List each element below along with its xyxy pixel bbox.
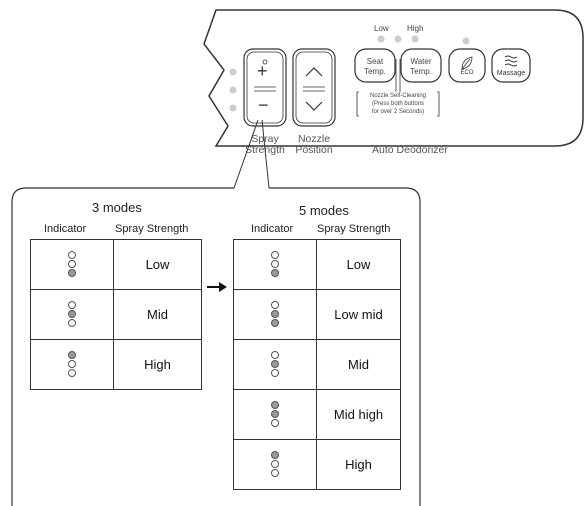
indicator-cell [30, 289, 114, 340]
indicator-lit-dot [68, 310, 76, 318]
spray-strength-cell: Low [316, 239, 401, 290]
spray-strength-cell: Low [113, 239, 202, 290]
massage-wave-icon [504, 55, 518, 67]
indicator-unlit-dot [271, 301, 279, 309]
indicator-cell [233, 389, 317, 440]
eco-label: ECO [460, 70, 474, 76]
spray-strength-cell: High [316, 439, 401, 490]
modes-frame [11, 187, 421, 506]
spray-strength-cell: Mid high [316, 389, 401, 440]
level-high-label: High [407, 24, 424, 33]
indicator-unlit-dot [68, 251, 76, 259]
leaf-icon [461, 56, 473, 70]
spray-strength-cell: Mid [316, 339, 401, 390]
mode-row: Mid [30, 289, 202, 340]
indicator-lit-dot [68, 351, 76, 359]
chevron-up-icon [305, 67, 323, 77]
plus-label: + [257, 61, 268, 81]
indicator-lit-dot [271, 410, 279, 418]
indicator-cell [233, 289, 317, 340]
indicator-unlit-dot [271, 260, 279, 268]
indicator-cell [233, 339, 317, 390]
indicator-unlit-dot [68, 319, 76, 327]
callout-line [233, 119, 259, 189]
massage-label: Massage [496, 70, 526, 77]
seat-temp-button [354, 48, 396, 83]
indicator-unlit-dot [68, 260, 76, 268]
status-dot [229, 86, 237, 94]
indicator-lit-dot [68, 269, 76, 277]
temp-level-dot [394, 35, 402, 43]
nozzle-position-button [292, 48, 336, 127]
level-low-label: Low [374, 24, 389, 33]
indicator-lit-dot [271, 310, 279, 318]
spray-strength-button [243, 48, 287, 127]
water-temp-button [400, 48, 442, 83]
indicator-unlit-dot [271, 460, 279, 468]
indicator-cell [30, 339, 114, 390]
indicator-cell [233, 239, 317, 290]
temp-level-dot [377, 35, 385, 43]
eco-button [448, 48, 486, 83]
spray-strength-cell: Mid [113, 289, 202, 340]
indicator-cell [233, 439, 317, 490]
indicator-unlit-dot [271, 251, 279, 259]
mode-row: Low [233, 239, 401, 290]
mode-row: Mid high [233, 389, 401, 440]
indicator-lit-dot [271, 451, 279, 459]
mode-row: High [233, 439, 401, 490]
five-modes-indicator-header: Indicator [251, 223, 294, 235]
eco-status-dot [462, 37, 470, 45]
indicator-unlit-dot [271, 419, 279, 427]
self-cleaning-note: Nozzle Self-Cleaning (Press both buttons… [369, 93, 427, 115]
indicator-cell [30, 239, 114, 290]
three-modes-indicator-header: Indicator [44, 223, 87, 235]
spray-indicator-dot [262, 59, 268, 65]
indicator-lit-dot [271, 269, 279, 277]
spray-strength-cell: Low mid [316, 289, 401, 340]
three-modes-title: 3 modes [92, 200, 142, 215]
auto-deodorizer-caption: Auto Deodorizer [372, 144, 448, 156]
indicator-unlit-dot [68, 301, 76, 309]
spray-strength-cell: High [113, 339, 202, 390]
indicator-lit-dot [271, 401, 279, 409]
indicator-lit-dot [271, 319, 279, 327]
mode-row: Low [30, 239, 202, 290]
five-modes-title: 5 modes [299, 203, 349, 218]
minus-label: − [258, 95, 269, 115]
callout-line [261, 119, 270, 189]
indicator-unlit-dot [271, 351, 279, 359]
mode-row: Mid [233, 339, 401, 390]
indicator-unlit-dot [68, 360, 76, 368]
chevron-down-icon [305, 101, 323, 111]
indicator-unlit-dot [68, 369, 76, 377]
three-modes-strength-header: Spray Strength [115, 223, 189, 235]
five-modes-strength-header: Spray Strength [317, 223, 391, 235]
indicator-unlit-dot [271, 469, 279, 477]
status-dot [229, 68, 237, 76]
indicator-lit-dot [271, 360, 279, 368]
self-cleaning-bracket [356, 91, 359, 117]
mode-row: Low mid [233, 289, 401, 340]
status-dot [229, 104, 237, 112]
indicator-unlit-dot [271, 369, 279, 377]
temp-level-dot [411, 35, 419, 43]
mode-row: High [30, 339, 202, 390]
